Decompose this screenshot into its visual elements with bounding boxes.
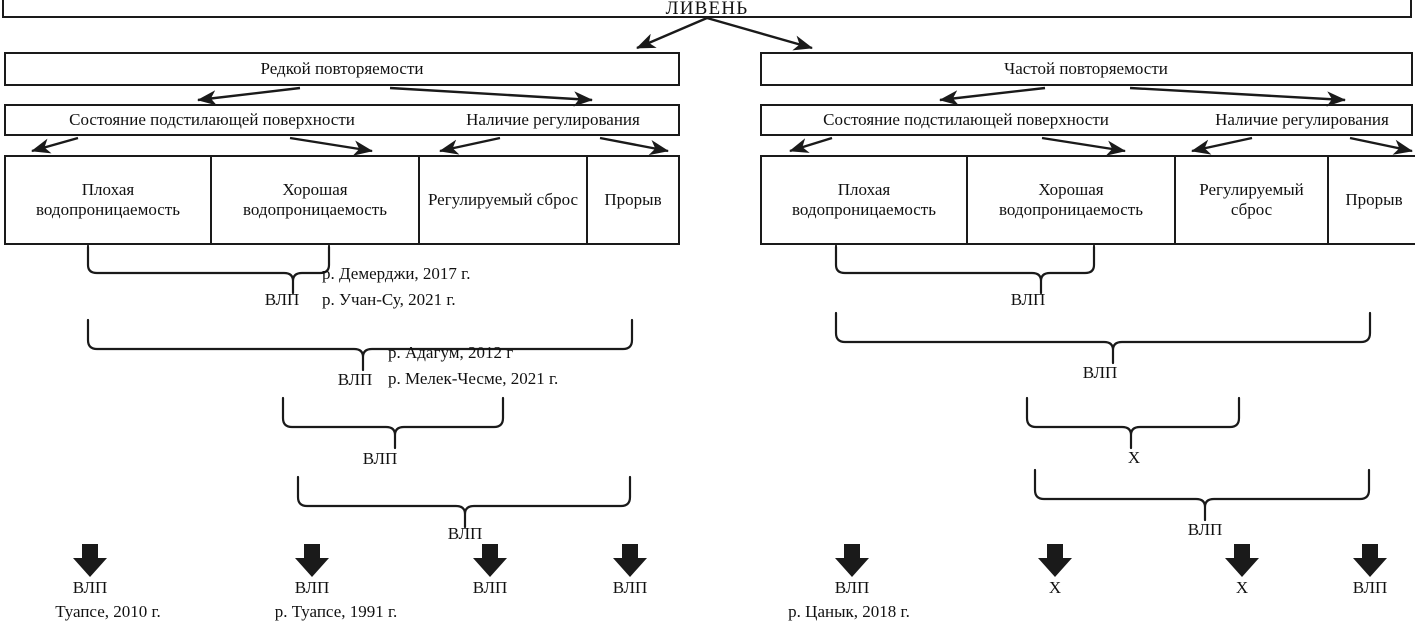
category-cell-right-2: Регулируемый сброс (1174, 155, 1329, 245)
arrow-right-regulation-to-cat2 (1191, 136, 1253, 155)
outcome-arrow-right-1 (1038, 544, 1072, 577)
outcome-arrow-right-3 (1353, 544, 1387, 577)
arrow-right-branch-to-surface (939, 86, 1046, 106)
brace-left-3 (281, 396, 505, 450)
node-example-left-0-1: р. Учан-Су, 2021 г. (322, 290, 456, 309)
branch-box-right (760, 52, 1413, 86)
brace-left-1 (86, 245, 331, 295)
outcome-arrow-right-0 (835, 544, 869, 577)
arrow-root-to-left-branch (636, 16, 708, 50)
branch-label-right: Частой повторяемости (1004, 59, 1168, 78)
arrow-left-regulation-to-cat2 (439, 136, 501, 155)
brace-right-3 (1025, 396, 1241, 450)
node-example-left-1-1: р. Мелек-Чесме, 2021 г. (388, 369, 559, 388)
arrow-right-surface-to-cat1 (1041, 136, 1126, 156)
outcome-arrow-left-0 (73, 544, 107, 577)
node-label-left-2: ВЛП (362, 449, 398, 468)
branch-label-left: Редкой повторяемости (260, 59, 424, 78)
category-cell-left-3: Прорыв (586, 155, 680, 245)
brace-right-1 (834, 245, 1096, 295)
outcome-arrow-left-3 (613, 544, 647, 577)
outcome-label-right-1: X (1048, 578, 1062, 597)
outcome-example-left-1: р. Туапсе, 1991 г. (274, 602, 398, 621)
outcome-arrow-left-1 (295, 544, 329, 577)
arrow-left-surface-to-cat0 (31, 136, 79, 154)
outcome-label-left-0: ВЛП (72, 578, 108, 597)
arrow-left-surface-to-cat1 (289, 136, 373, 156)
brace-right-4 (1033, 468, 1371, 522)
node-label-left-1: ВЛП (337, 370, 373, 389)
arrow-right-branch-to-regulation (1129, 86, 1346, 107)
arrow-right-surface-to-cat0 (789, 136, 833, 153)
node-example-left-0-0: р. Демерджи, 2017 г. (322, 264, 471, 283)
criteria-box-left (4, 104, 680, 136)
node-label-right-0: ВЛП (1010, 290, 1046, 309)
node-label-right-1: ВЛП (1082, 363, 1118, 382)
criteria-label-right-regulation: Наличие регулирования (1215, 110, 1389, 129)
category-cell-right-3: Прорыв (1327, 155, 1415, 245)
outcome-label-left-2: ВЛП (472, 578, 508, 597)
outcome-label-right-3: ВЛП (1352, 578, 1388, 597)
root-title: ЛИВЕНЬ (665, 0, 749, 19)
criteria-label-left-surface: Состояние подстилающей поверхности (69, 110, 355, 129)
arrow-left-branch-to-surface (197, 86, 301, 106)
criteria-label-left-regulation: Наличие регулирования (466, 110, 640, 129)
outcome-example-right-0: р. Цанык, 2018 г. (788, 602, 910, 621)
outcome-example-left-0: Туапсе, 2010 г. (55, 602, 161, 621)
criteria-box-right (760, 104, 1413, 136)
brace-left-4 (296, 475, 632, 529)
category-cell-left-1: Хорошая водопроницаемость (210, 155, 420, 245)
outcome-arrow-right-2 (1225, 544, 1259, 577)
branch-box-left (4, 52, 680, 86)
node-example-left-1-0: р. Адагум, 2012 г (388, 343, 514, 362)
arrow-root-to-right-branch (706, 16, 813, 51)
brace-right-2 (834, 311, 1372, 365)
arrow-left-regulation-to-cat3 (599, 136, 669, 156)
arrow-right-regulation-to-cat3 (1349, 136, 1413, 155)
root-box (2, 0, 1412, 18)
outcome-label-right-2: X (1235, 578, 1249, 597)
outcome-label-left-1: ВЛП (294, 578, 330, 597)
node-label-right-3: ВЛП (1187, 520, 1223, 539)
criteria-label-right-surface: Состояние подстилающей поверхности (823, 110, 1109, 129)
node-label-right-2: X (1127, 448, 1141, 467)
outcome-arrow-left-2 (473, 544, 507, 577)
brace-left-2 (86, 318, 634, 372)
arrow-left-branch-to-regulation (389, 86, 593, 107)
outcome-label-right-0: ВЛП (834, 578, 870, 597)
category-cell-left-0: Плохая водопроницаемость (4, 155, 212, 245)
outcome-label-left-3: ВЛП (612, 578, 648, 597)
node-label-left-0: ВЛП (264, 290, 300, 309)
category-cell-right-0: Плохая водопроницаемость (760, 155, 968, 245)
node-label-left-3: ВЛП (447, 524, 483, 543)
